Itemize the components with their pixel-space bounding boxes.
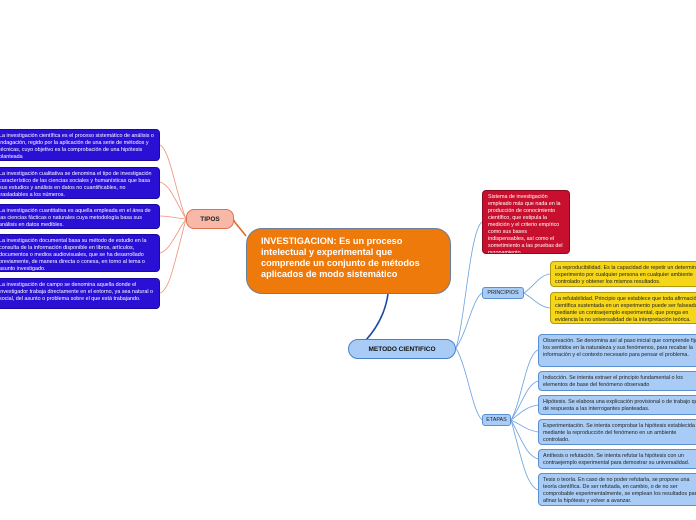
tipos-item-cientifica[interactable]: La investigación científica es el proces… [0,129,160,161]
etapa-tesis[interactable]: Tesis o teoría. En caso de no poder refu… [538,473,696,506]
link-etapas-item-4 [510,419,539,433]
link-tipos-item-1 [159,144,187,220]
root-node[interactable]: INVESTIGACION: Es un proceso intelectual… [246,228,451,294]
principio-reproducibilidad[interactable]: La reproducibilidad. Es la capacidad de … [550,261,696,287]
tipos-item-campo[interactable]: La investigación de campo se denomina aq… [0,278,160,309]
link-etapas-item-1 [510,349,539,421]
etapa-induccion[interactable]: Inducción. Se intenta extraer el princip… [538,371,696,391]
tipos-item-cuantitativa[interactable]: La investigación cuantitativa es aquella… [0,204,160,229]
link-metodo-definition [455,221,483,349]
metodo-cientifico-node[interactable]: METODO CIENTIFICO [348,339,456,359]
link-etapas-item-6 [510,419,539,491]
tipos-item-documental[interactable]: La investigación documental basa su méto… [0,234,160,272]
link-metodo-principios [455,292,483,349]
etapa-observacion[interactable]: Observación. Se denomina así al paso ini… [538,334,696,367]
link-metodo-etapas [455,347,483,421]
metodo-definition[interactable]: Sistema de investigación empleado más qu… [482,190,570,254]
link-etapas-item-5 [510,419,539,460]
link-root-tipos [232,218,247,237]
etapa-experimentacion[interactable]: Experimentación. Se intenta comprobar la… [538,419,696,445]
link-principios-item-1 [523,273,551,294]
etapas-node[interactable]: ETAPAS [482,414,511,426]
link-etapas-item-3 [510,404,539,421]
link-principios-item-2 [523,292,551,309]
link-tipos-item-4 [159,218,187,254]
tipos-node[interactable]: TIPOS [186,209,234,229]
link-tipos-item-2 [159,181,187,220]
etapa-hipotesis[interactable]: Hipótesis. Se elabora una explicación pr… [538,395,696,415]
tipos-item-cualitativa[interactable]: La investigación cualitativa se denomina… [0,167,160,199]
link-root-metodo [365,293,389,341]
link-etapas-item-2 [510,380,539,421]
etapa-antitesis[interactable]: Antítesis o refutación. Se intenta refut… [538,449,696,469]
principios-node[interactable]: PRINCIPIOS [482,287,524,299]
link-tipos-item-3 [159,215,187,220]
principio-refutabilidad[interactable]: La refutabilidad. Principio que establec… [550,292,696,324]
link-tipos-item-5 [159,218,187,294]
